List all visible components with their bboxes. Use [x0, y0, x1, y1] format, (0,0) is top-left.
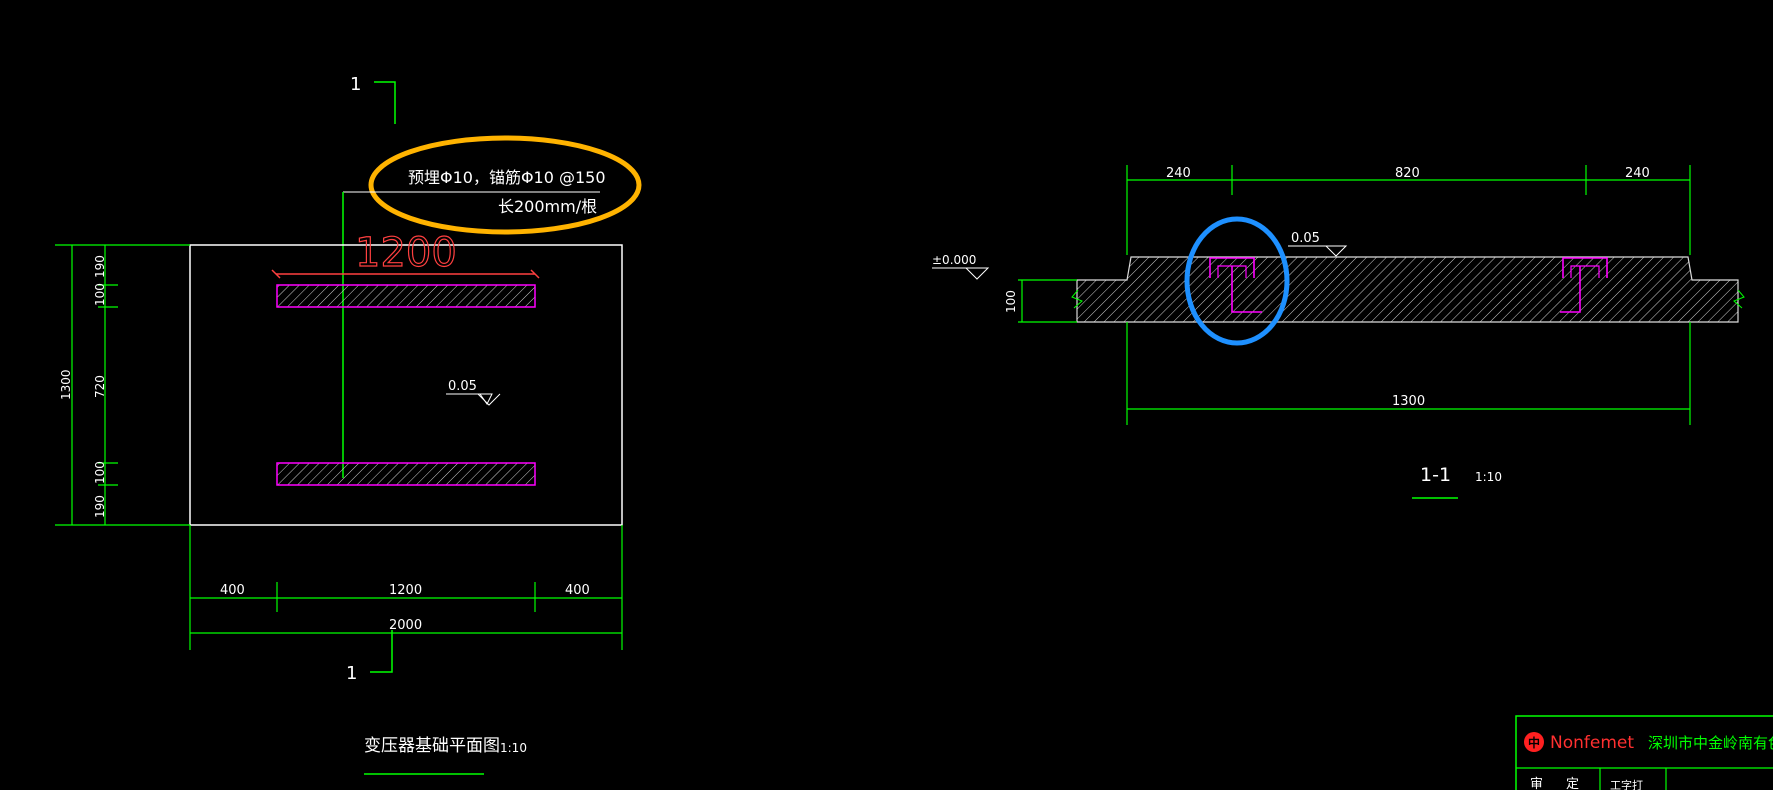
- dim-100-bottom: 100: [93, 461, 107, 484]
- embed-rail-bottom: [276, 462, 536, 486]
- section-bottom-dimension: 1300: [1126, 322, 1691, 425]
- section-dim-240-right: 240: [1625, 166, 1650, 181]
- plan-level-label: 0.05: [448, 379, 477, 394]
- dim-400-left: 400: [220, 583, 245, 598]
- section-level-top-label: 0.05: [1291, 231, 1320, 246]
- dim-1300-total: 1300: [59, 369, 73, 400]
- section-mark-top: 1: [350, 74, 396, 124]
- section-mark-top-label: 1: [350, 74, 361, 95]
- plan-scale: 1:10: [500, 741, 527, 755]
- title-block-label-1: 审: [1530, 777, 1543, 790]
- callout-text-line2: 长200mm/根: [498, 197, 597, 216]
- title-block-brand: Nonfemet: [1550, 733, 1634, 753]
- title-block: 中 Nonfemet 深圳市中金岭南有色金属 审 定 工字打: [1515, 715, 1773, 790]
- section-scale: 1:10: [1475, 470, 1502, 484]
- plan-level-marker: 0.05: [446, 379, 501, 406]
- embed-rail-top: [276, 284, 536, 308]
- plan-bottom-dimensions: 400 1200 400 2000: [189, 525, 623, 650]
- plan-view: 1 预埋Φ10，锚筋Φ10 @150 长200mm/根 1200 0.05: [55, 74, 642, 775]
- section-mark-bottom-label: 1: [346, 663, 357, 684]
- foundation-outline: [189, 244, 623, 526]
- red-dimension: 1200: [271, 229, 540, 279]
- section-dim-240-left: 240: [1166, 166, 1191, 181]
- section-level-zero-label: ±0.000: [932, 253, 976, 267]
- section-height-dimension: 100: [1004, 279, 1077, 323]
- callout-highlight-ellipse: [368, 135, 642, 235]
- dim-100-top: 100: [93, 283, 107, 306]
- dim-2000-total: 2000: [389, 618, 422, 633]
- dim-720: 720: [93, 375, 107, 398]
- dim-1200-middle: 1200: [389, 583, 422, 598]
- dim-400-right: 400: [565, 583, 590, 598]
- callout-text-line1: 预埋Φ10，锚筋Φ10 @150: [408, 168, 606, 187]
- title-block-label-2: 定: [1566, 777, 1579, 790]
- dim-190-bottom: 190: [93, 495, 107, 518]
- svg-text:中: 中: [1528, 735, 1540, 750]
- title-block-company: 深圳市中金岭南有色金属: [1648, 734, 1773, 752]
- section-dim-100: 100: [1004, 290, 1018, 313]
- embed-channel-left: [1209, 257, 1262, 313]
- title-block-cell: 工字打: [1610, 778, 1643, 790]
- plan-title: 变压器基础平面图: [364, 736, 500, 756]
- section-mark-bottom: 1: [346, 630, 393, 684]
- nonfemet-logo-icon: [1524, 732, 1544, 752]
- dim-190-top: 190: [93, 255, 107, 278]
- section-level-zero: ±0.000: [932, 253, 990, 280]
- section-dim-820: 820: [1395, 166, 1420, 181]
- section-title: 1-1: [1420, 464, 1451, 486]
- section-top-dimensions: 240 820 240: [1126, 165, 1691, 255]
- embed-highlight-circle: [1184, 216, 1290, 346]
- concrete-section: [1076, 256, 1739, 323]
- section-dim-1300: 1300: [1392, 394, 1425, 409]
- section-level-top: 0.05: [1288, 231, 1348, 257]
- plan-left-dimensions: 190 100 720 100 190 1300: [55, 244, 190, 526]
- section-view: 240 820 240 ±0.000 100: [932, 165, 1745, 499]
- red-dimension-label: 1200: [355, 230, 457, 276]
- embed-channel-right: [1560, 257, 1608, 313]
